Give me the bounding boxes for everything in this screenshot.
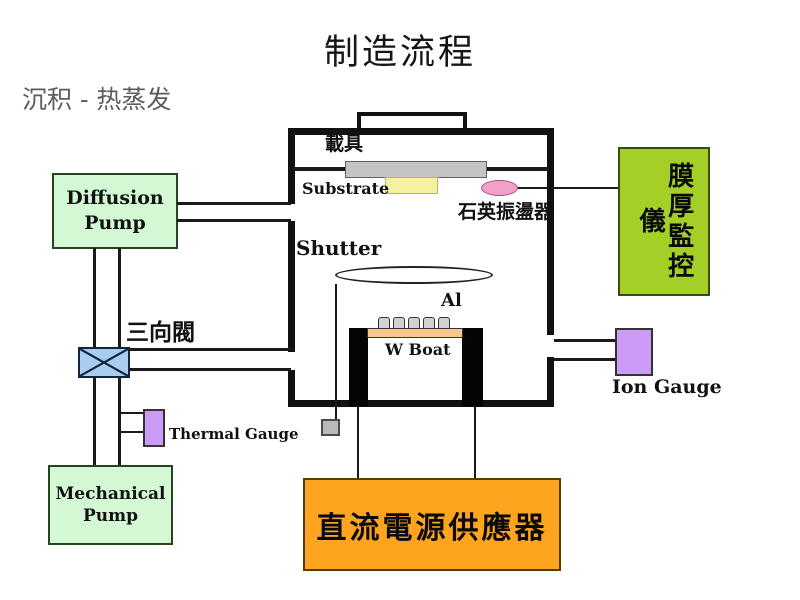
shutter-disc bbox=[335, 266, 493, 284]
chamber-wall-left-lower bbox=[288, 370, 295, 407]
al-pellet bbox=[423, 317, 435, 329]
page-title: 制造流程 bbox=[323, 33, 476, 73]
slide-subtitle: 沉积 - 热蒸发 bbox=[22, 85, 172, 114]
quartz-oscillator bbox=[481, 180, 518, 196]
al-pellet bbox=[393, 317, 405, 329]
al-label: Al bbox=[441, 290, 462, 311]
al-pellet bbox=[378, 317, 390, 329]
al-pellet bbox=[438, 317, 450, 329]
chamber-wall-left-upper bbox=[288, 128, 295, 204]
substrate-sample bbox=[385, 177, 438, 194]
mechanical-pump: Mechanical Pump bbox=[48, 465, 173, 545]
shutter-actuator bbox=[321, 419, 340, 436]
chamber-wall-right-lower bbox=[547, 357, 554, 407]
diffusion-pump-label-line1: Diffusion bbox=[66, 187, 164, 210]
power-lead-right bbox=[474, 407, 476, 478]
dc-power-supply-label: 直流電源供應器 bbox=[316, 510, 548, 546]
quartz-oscillator-label: 石英振盪器 bbox=[458, 201, 554, 223]
substrate-label: Substrate bbox=[302, 179, 390, 198]
thermal-gauge-label: Thermal Gauge bbox=[169, 425, 299, 443]
thermal-gauge-stub-bottom bbox=[121, 431, 143, 433]
three-way-valve-label: 三向閥 bbox=[126, 319, 195, 346]
vertical-pipe-right-lower bbox=[118, 376, 121, 465]
diffusion-pump-label-line2: Pump bbox=[84, 212, 146, 234]
film-thickness-monitor: 膜厚監控儀 bbox=[618, 147, 710, 296]
dc-power-supply: 直流電源供應器 bbox=[303, 478, 561, 571]
w-boat-label: W Boat bbox=[385, 340, 451, 359]
ion-gauge-pipe-top bbox=[554, 339, 615, 342]
three-way-valve bbox=[78, 347, 130, 378]
valve-cross-icon bbox=[80, 349, 128, 376]
ion-gauge-pipe-bottom bbox=[554, 358, 615, 361]
power-lead-left bbox=[357, 407, 359, 478]
chamber-wall-bottom bbox=[288, 400, 554, 407]
w-boat-bar bbox=[367, 328, 463, 338]
chamber-wall-right-upper bbox=[547, 128, 554, 335]
al-pellet bbox=[408, 317, 420, 329]
chamber-wall-left-middle bbox=[288, 221, 295, 352]
electrode-left bbox=[349, 328, 368, 407]
thermal-gauge bbox=[143, 409, 165, 447]
vertical-pipe-right-upper bbox=[118, 248, 121, 348]
valve-chamber-pipe-bottom bbox=[130, 368, 291, 371]
quartz-monitor-line bbox=[517, 187, 619, 189]
film-thickness-monitor-label: 膜厚監控儀 bbox=[635, 161, 694, 282]
ion-gauge bbox=[615, 328, 653, 376]
diffusion-pump: Diffusion Pump bbox=[52, 173, 178, 249]
diffusion-chamber-pipe-bottom bbox=[177, 219, 291, 222]
vertical-pipe-left-lower bbox=[93, 376, 96, 465]
carrier-rail-right bbox=[485, 167, 548, 171]
vertical-pipe-left-upper bbox=[93, 248, 96, 348]
shutter-rod bbox=[335, 284, 337, 420]
carrier-rail-left bbox=[293, 167, 347, 171]
diffusion-chamber-pipe-top bbox=[177, 202, 291, 205]
chamber-lid bbox=[357, 112, 467, 132]
electrode-right bbox=[462, 328, 483, 407]
ion-gauge-label: Ion Gauge bbox=[612, 376, 722, 398]
mechanical-pump-label-line1: Mechanical bbox=[55, 483, 166, 504]
thermal-gauge-stub-top bbox=[121, 412, 143, 414]
carrier-label: 載具 bbox=[325, 133, 364, 155]
substrate-holder-bar bbox=[345, 161, 487, 178]
valve-chamber-pipe-top bbox=[130, 348, 291, 351]
shutter-label: Shutter bbox=[296, 236, 382, 260]
mechanical-pump-label-line2: Pump bbox=[82, 506, 138, 526]
